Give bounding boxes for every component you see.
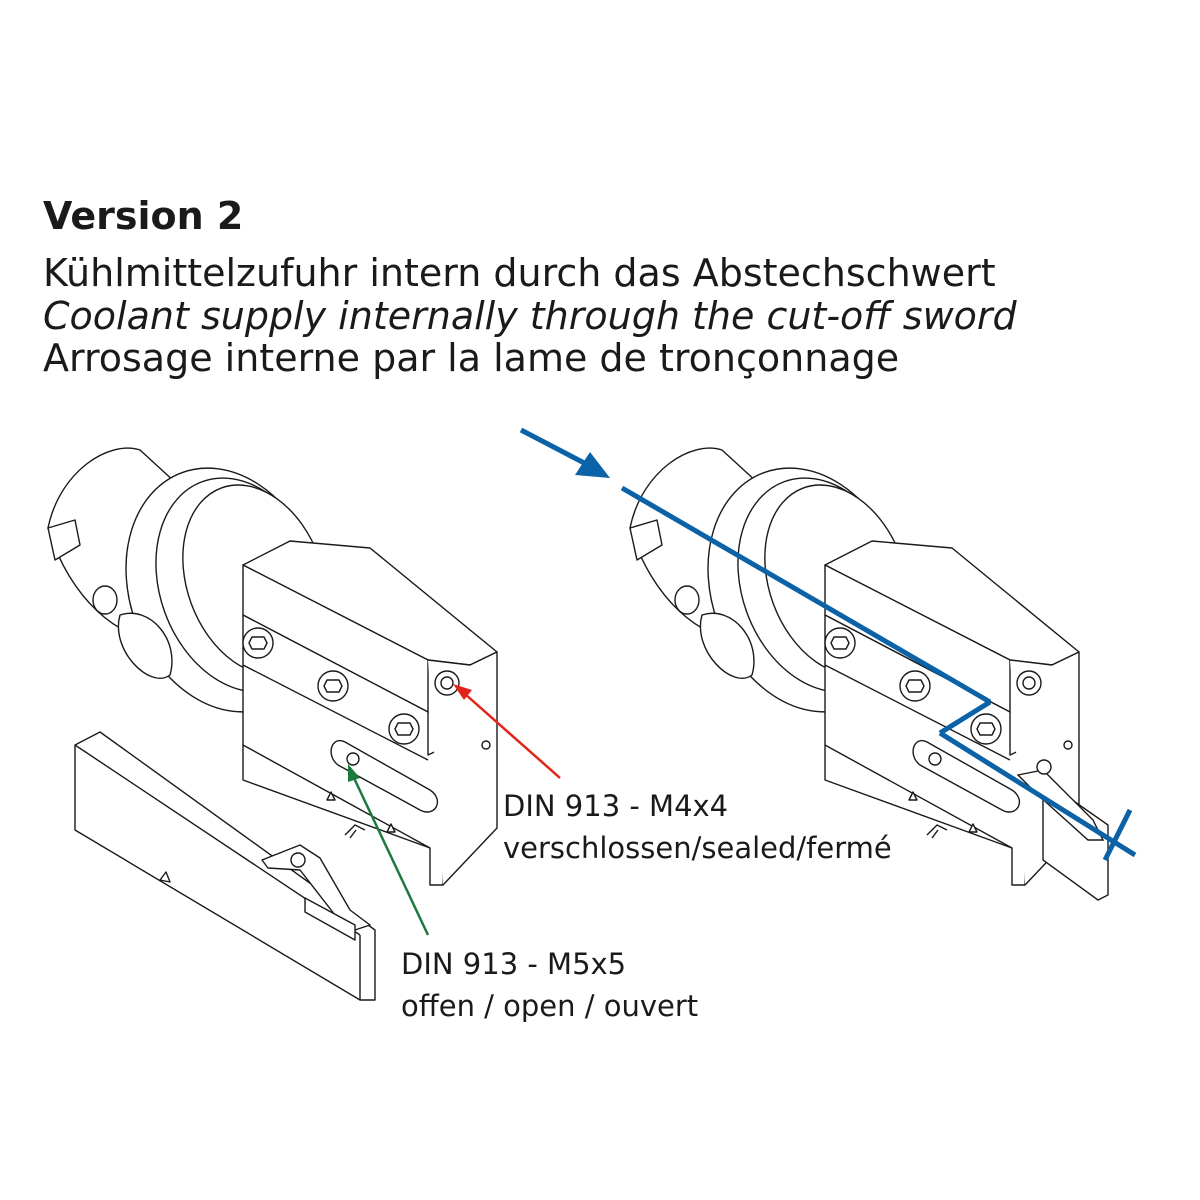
open-screw-label: DIN 913 - M5x5 offen / open / ouvert bbox=[401, 943, 698, 1027]
sealed-screw-spec: DIN 913 - M4x4 bbox=[503, 789, 729, 823]
subtitle-de: Kühlmittelzufuhr intern durch das Abstec… bbox=[43, 251, 996, 295]
coolant-path bbox=[519, 427, 1137, 862]
subtitle-en: Coolant supply internally through the cu… bbox=[43, 294, 1017, 338]
subtitle-fr: Arrosage interne par la lame de tronçonn… bbox=[43, 336, 900, 380]
open-pointer-arrow bbox=[348, 764, 430, 936]
open-screw-state: offen / open / ouvert bbox=[401, 989, 699, 1023]
page-title: Version 2 bbox=[43, 194, 244, 238]
sword-right-mounted bbox=[1016, 759, 1109, 901]
sealed-screw-label: DIN 913 - M4x4 verschlossen/sealed/fermé bbox=[503, 785, 892, 869]
sealed-pointer-arrow bbox=[453, 684, 561, 779]
sealed-screw-state: verschlossen/sealed/fermé bbox=[503, 831, 892, 865]
open-screw-spec: DIN 913 - M5x5 bbox=[401, 947, 627, 981]
coolant-arrowhead-icon bbox=[575, 452, 610, 478]
